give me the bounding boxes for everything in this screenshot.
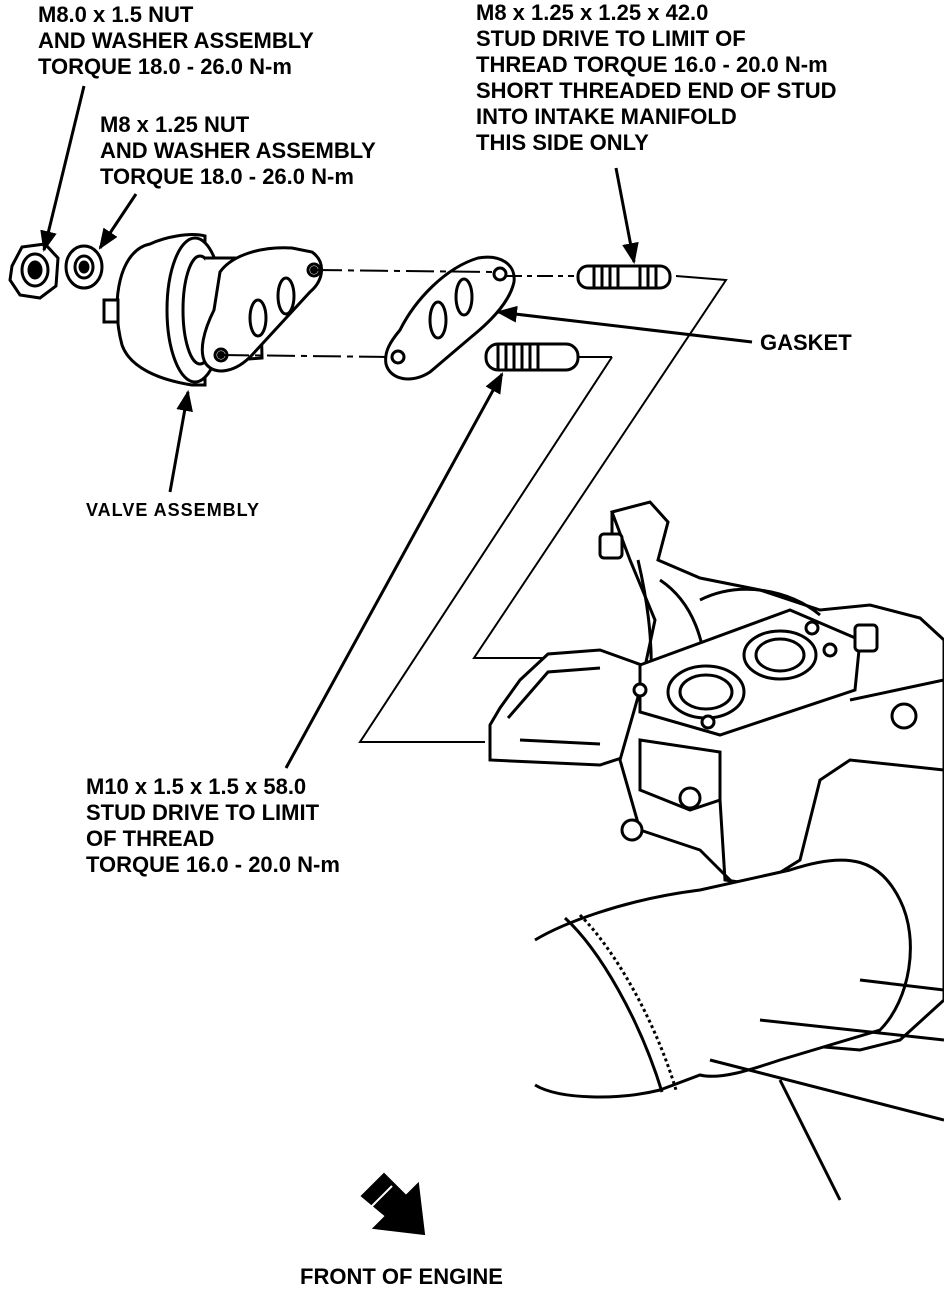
- nut-m8-0-label-line: TORQUE 18.0 - 26.0 N-m: [38, 54, 292, 79]
- short-stud-label-line: THIS SIDE ONLY: [476, 130, 649, 155]
- nut-m8-label-line: TORQUE 18.0 - 26.0 N-m: [100, 164, 354, 189]
- long-stud-label-line: OF THREAD: [86, 826, 215, 851]
- gasket-label: GASKET: [760, 330, 852, 355]
- short-stud-label-line: M8 x 1.25 x 1.25 x 42.0: [476, 0, 709, 25]
- nut-m8-0-label-line: M8.0 x 1.5 NUT: [38, 2, 194, 27]
- nut-m8-label: M8 x 1.25 NUT AND WASHER ASSEMBLY TORQUE…: [100, 112, 376, 190]
- gasket-part: [384, 255, 516, 381]
- short-stud-label: M8 x 1.25 x 1.25 x 42.0 STUD DRIVE TO LI…: [476, 0, 837, 156]
- nut-m8-label-line: M8 x 1.25 NUT: [100, 112, 250, 137]
- valve-assembly-label: VALVE ASSEMBLY: [86, 500, 261, 520]
- washer-part: [64, 244, 104, 290]
- long-stud-label: M10 x 1.5 x 1.5 x 58.0 STUD DRIVE TO LIM…: [86, 774, 340, 878]
- short-stud-label-line: THREAD TORQUE 16.0 - 20.0 N-m: [476, 52, 828, 77]
- long-stud-label-line: TORQUE 16.0 - 20.0 N-m: [86, 852, 340, 877]
- short-stud-part: [576, 264, 672, 290]
- nut-m8-0-label-line: AND WASHER ASSEMBLY: [38, 28, 314, 53]
- long-stud-label-line: STUD DRIVE TO LIMIT: [86, 800, 320, 825]
- nut-m8-label-line: AND WASHER ASSEMBLY: [100, 138, 376, 163]
- short-stud-label-line: STUD DRIVE TO LIMIT OF: [476, 26, 746, 51]
- nut-m8-0-label: M8.0 x 1.5 NUT AND WASHER ASSEMBLY TORQU…: [38, 2, 314, 80]
- air-duct-part: [534, 858, 944, 1201]
- leader-lines: [40, 85, 753, 769]
- short-stud-label-line: SHORT THREADED END OF STUD: [476, 78, 837, 103]
- short-stud-label-line: INTO INTAKE MANIFOLD: [476, 104, 737, 129]
- long-stud-label-line: M10 x 1.5 x 1.5 x 58.0: [86, 774, 307, 799]
- front-of-engine-label: FRONT OF ENGINE: [300, 1264, 503, 1289]
- alignment-lines: [220, 269, 728, 743]
- valve-assembly-part: [102, 233, 323, 387]
- front-arrow-icon: [360, 1172, 426, 1236]
- long-stud-part: [484, 342, 580, 372]
- nut-m8-0-part: [8, 242, 60, 300]
